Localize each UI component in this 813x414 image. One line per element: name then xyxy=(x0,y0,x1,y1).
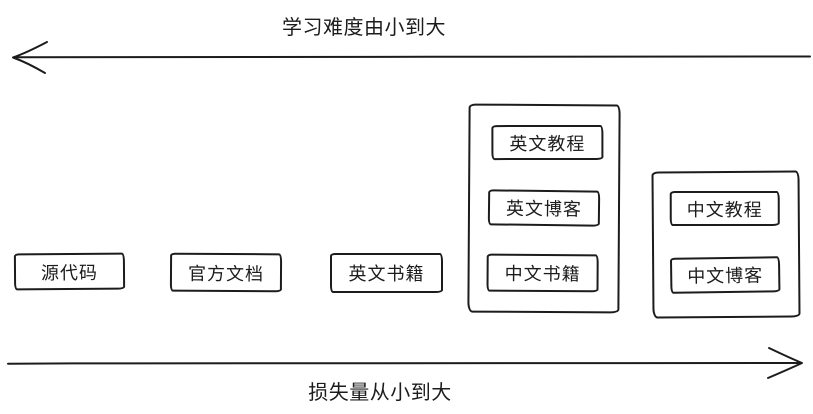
group-chinese-resources: 中文教程 中文博客 xyxy=(651,170,801,319)
bottom-axis-label: 损失量从小到大 xyxy=(308,382,452,404)
box-source-code: 源代码 xyxy=(13,252,126,291)
box-chinese-tutorials-label: 中文教程 xyxy=(686,199,763,220)
box-chinese-books-label: 中文书籍 xyxy=(504,263,581,285)
box-english-tutorials-label: 英文教程 xyxy=(509,133,586,154)
left-arrow xyxy=(12,41,811,74)
right-arrow xyxy=(7,347,803,379)
group-english-resources: 英文教程 英文博客 中文书籍 xyxy=(467,103,621,314)
box-chinese-tutorials: 中文教程 xyxy=(669,190,780,227)
box-english-blogs-label: 英文博客 xyxy=(505,198,583,220)
box-chinese-blogs-label: 中文博客 xyxy=(687,265,764,287)
box-chinese-blogs: 中文博客 xyxy=(669,256,781,294)
box-source-code-label: 源代码 xyxy=(40,262,99,283)
box-english-tutorials: 英文教程 xyxy=(491,124,604,161)
box-official-docs: 官方文档 xyxy=(169,252,283,293)
box-english-books-label: 英文书籍 xyxy=(348,264,425,284)
box-english-blogs: 英文博客 xyxy=(487,189,601,227)
box-official-docs-label: 官方文档 xyxy=(187,263,265,284)
top-axis-label: 学习难度由小到大 xyxy=(282,17,446,39)
box-english-books: 英文书籍 xyxy=(330,253,443,293)
box-chinese-books: 中文书籍 xyxy=(486,253,599,293)
